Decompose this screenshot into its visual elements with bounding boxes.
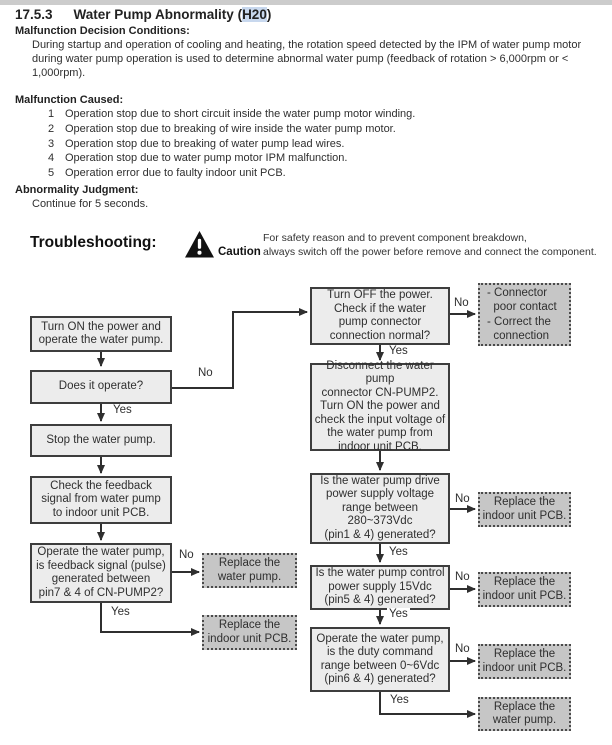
flow-node-text: Check the feedback signal from water pum… bbox=[41, 479, 161, 519]
flow-node-check-feedback-signal: Check the feedback signal from water pum… bbox=[30, 476, 172, 524]
abnormality-judgment-heading: Abnormality Judgment: bbox=[15, 184, 139, 196]
flow-node-text: Does it operate? bbox=[58, 380, 144, 393]
item-number: 4 bbox=[48, 152, 55, 165]
flow-node-stop-water-pump: Stop the water pump. bbox=[30, 424, 172, 457]
flow-node-text: Turn OFF the power. Check if the water p… bbox=[327, 289, 433, 342]
error-code-highlight: H20 bbox=[242, 7, 267, 22]
title-close: ) bbox=[266, 7, 272, 22]
flow-node-drive-voltage-check: Is the water pump drive power supply vol… bbox=[310, 473, 450, 544]
flow-node-feedback-pulse-check: Operate the water pump, is feedback sign… bbox=[30, 543, 172, 603]
item-text: Operation stop due to breaking of water … bbox=[65, 137, 345, 150]
decision-conditions-body: During startup and operation of cooling … bbox=[32, 39, 582, 79]
caution-text-line2: always switch off the power before remov… bbox=[263, 245, 597, 258]
page-title: 17.5.3 Water Pump Abnormality (H20) bbox=[15, 7, 271, 22]
label-yes: Yes bbox=[388, 694, 411, 706]
item-number: 1 bbox=[48, 108, 55, 120]
flow-action-replace-indoor-pcb: Replace the indoor unit PCB. bbox=[478, 572, 571, 607]
flow-node-control-voltage-check: Is the water pump control power supply 1… bbox=[310, 565, 450, 610]
flow-node-turn-on-power: Turn ON the power and operate the water … bbox=[30, 316, 172, 352]
flow-action-replace-water-pump: Replace the water pump. bbox=[202, 553, 297, 588]
item-text: Operation error due to faulty indoor uni… bbox=[65, 167, 286, 180]
caution-block: Caution bbox=[184, 228, 264, 262]
troubleshooting-heading: Troubleshooting: bbox=[30, 234, 157, 251]
list-item: 4 Operation stop due to water pump motor … bbox=[48, 151, 415, 166]
item-number: 2 bbox=[48, 122, 55, 135]
label-yes: Yes bbox=[387, 345, 410, 357]
flow-node-text: Is the water pump drive power supply vol… bbox=[320, 474, 440, 541]
flow-node-turn-off-check-connector: Turn OFF the power. Check if the water p… bbox=[310, 287, 450, 345]
flow-action-replace-indoor-pcb: Replace the indoor unit PCB. bbox=[478, 492, 571, 527]
label-yes: Yes bbox=[111, 404, 134, 416]
flow-node-disconnect-cn-pump2: Disconnect the water pump connector CN-P… bbox=[310, 360, 450, 453]
label-no: No bbox=[453, 643, 472, 655]
flow-node-text: Stop the water pump. bbox=[46, 433, 156, 446]
flow-node-text: Replace the water pump. bbox=[217, 557, 282, 583]
caution-triangle-icon bbox=[185, 230, 214, 258]
label-yes: Yes bbox=[387, 546, 410, 558]
section-number: 17.5.3 bbox=[15, 7, 53, 22]
item-text: Operation stop due to short circuit insi… bbox=[65, 108, 416, 120]
item-text: Operation stop due to water pump motor I… bbox=[65, 152, 348, 165]
label-no: No bbox=[452, 297, 471, 309]
connector-l5-d2-yes bbox=[100, 603, 200, 636]
item-number: 5 bbox=[48, 167, 55, 180]
list-item: 2 Operation stop due to breaking of wire … bbox=[48, 122, 415, 137]
caution-label: Caution bbox=[218, 246, 261, 258]
label-no: No bbox=[453, 493, 472, 505]
title-text: Water Pump Abnormality ( bbox=[73, 7, 243, 22]
flow-action-replace-water-pump: Replace the water pump. bbox=[478, 697, 571, 731]
flow-node-text: Replace the water pump. bbox=[492, 700, 557, 727]
flow-node-text: Replace the indoor unit PCB. bbox=[482, 648, 567, 674]
flow-node-text: Replace the indoor unit PCB. bbox=[207, 619, 292, 645]
caution-text: For safety reason and to prevent compone… bbox=[263, 232, 597, 259]
list-item: 1 Operation stop due to short circuit ins… bbox=[48, 107, 415, 122]
list-item: 3 Operation stop due to breaking of water… bbox=[48, 137, 415, 152]
item-text: Operation stop due to breaking of wire i… bbox=[65, 122, 396, 135]
flow-node-text: Is the water pump control power supply 1… bbox=[315, 567, 445, 607]
flow-node-text: Turn ON the power and operate the water … bbox=[38, 320, 164, 347]
flow-action-replace-indoor-pcb: Replace the indoor unit PCB. bbox=[478, 644, 571, 679]
flow-node-text: Disconnect the water pump connector CN-P… bbox=[314, 359, 446, 453]
list-item: 5 Operation error due to faulty indoor un… bbox=[48, 166, 415, 181]
label-no: No bbox=[196, 367, 215, 379]
connector-r5-dr6-yes bbox=[379, 692, 476, 718]
flow-node-duty-command-check: Operate the water pump, is the duty comm… bbox=[310, 627, 450, 692]
flow-action-correct-connection: - Connector poor contact - Correct the c… bbox=[478, 283, 571, 346]
label-no: No bbox=[177, 549, 196, 561]
flow-action-replace-indoor-pcb: Replace the indoor unit PCB. bbox=[202, 615, 297, 650]
malfunction-caused-list: 1 Operation stop due to short circuit ins… bbox=[48, 107, 415, 181]
flow-node-text: Replace the indoor unit PCB. bbox=[482, 496, 567, 522]
abnormality-judgment-body: Continue for 5 seconds. bbox=[32, 198, 149, 210]
flow-node-text: Operate the water pump, is the duty comm… bbox=[316, 632, 444, 686]
caution-text-line1: For safety reason and to prevent compone… bbox=[263, 232, 527, 244]
label-yes: Yes bbox=[109, 606, 132, 618]
scan-artifact-strip bbox=[0, 0, 612, 5]
flow-node-text: Operate the water pump, is feedback sign… bbox=[36, 546, 166, 599]
item-number: 3 bbox=[48, 137, 55, 150]
flow-node-text: Replace the indoor unit PCB. bbox=[482, 576, 567, 602]
flow-node-does-it-operate: Does it operate? bbox=[30, 370, 172, 404]
label-yes: Yes bbox=[387, 608, 410, 620]
flow-node-text: - Connector poor contact - Correct the c… bbox=[487, 286, 557, 343]
decision-conditions-heading: Malfunction Decision Conditions: bbox=[15, 25, 190, 37]
label-no: No bbox=[453, 571, 472, 583]
connector-l2-r1-no bbox=[172, 308, 308, 389]
malfunction-caused-heading: Malfunction Caused: bbox=[15, 94, 124, 106]
